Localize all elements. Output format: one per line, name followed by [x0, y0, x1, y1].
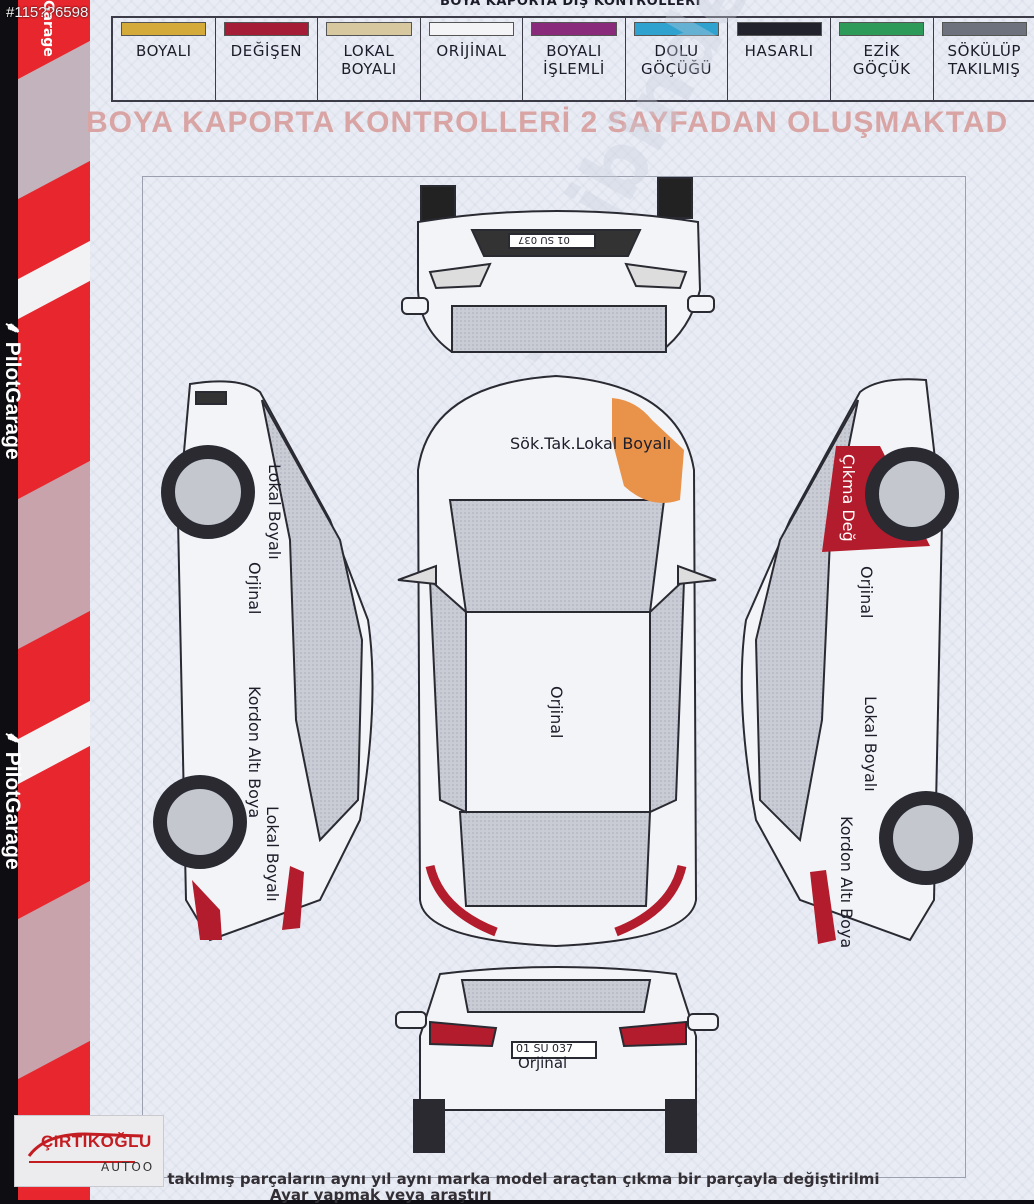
dealer-logo: ÇIRTIKOĞLU AUTOO	[14, 1115, 164, 1187]
car-front-view	[402, 178, 714, 352]
label-roof: Orjinal	[547, 686, 566, 738]
dealer-name: ÇIRTIKOĞLU	[41, 1132, 152, 1152]
rear-license-plate: 01 SU 037	[516, 1042, 573, 1055]
car-top-view	[398, 376, 716, 946]
label-right-sill: Kordon Altı Boya	[837, 816, 856, 948]
dealer-sub: AUTOO	[101, 1160, 154, 1174]
label-rear: Orjinal	[518, 1054, 567, 1072]
label-right-front-fender: Çıkma Değ	[839, 454, 858, 542]
label-left-sill: Kordon Altı Boya	[245, 686, 264, 818]
label-hood: Sök.Tak.Lokal Boyalı	[510, 434, 671, 453]
label-left-rear-fender: Lokal Boyalı	[263, 806, 282, 902]
listing-id: #115??6598	[6, 4, 88, 21]
footer-note-line2: Ayar yapmak veya araştırı	[270, 1186, 492, 1204]
front-license-plate: 01 SU 037	[518, 234, 570, 245]
label-left-rear-door: Orjinal	[245, 562, 264, 614]
label-right-rear-door: Lokal Boyalı	[861, 696, 880, 792]
label-right-front-door: Orjinal	[857, 566, 876, 618]
label-left-front-door: Lokal Boyalı	[265, 464, 284, 560]
